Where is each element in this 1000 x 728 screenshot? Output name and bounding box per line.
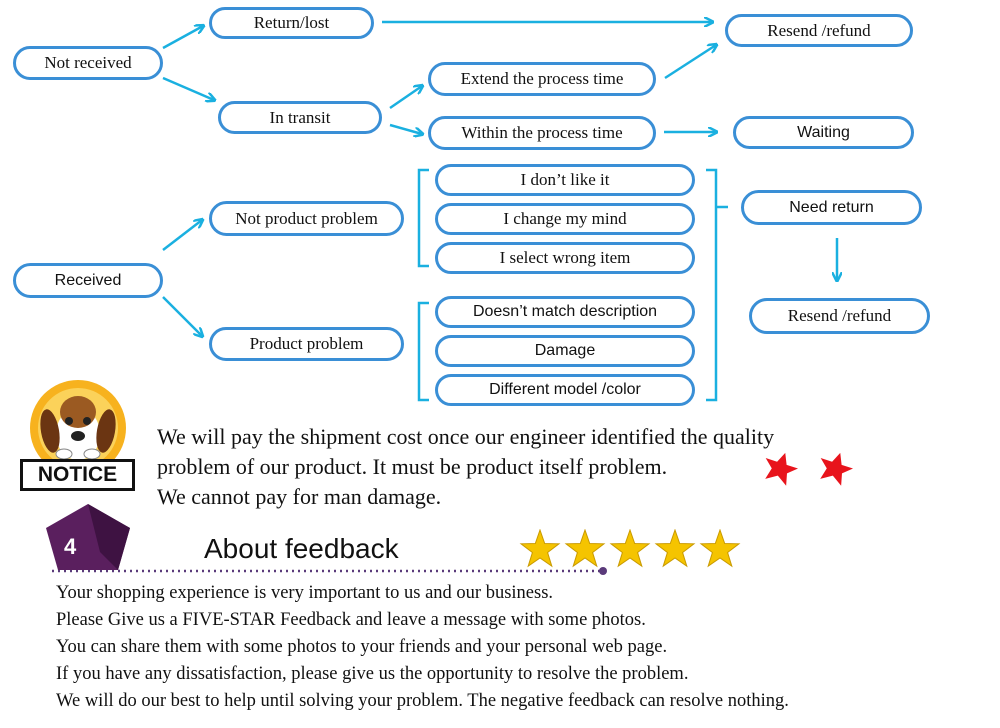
node-resend-refund-top: Resend /refund bbox=[725, 14, 913, 47]
node-not-received: Not received bbox=[13, 46, 163, 80]
arrow-notreceived-returnlost bbox=[162, 26, 203, 50]
notice-dog-icon bbox=[30, 380, 126, 476]
arrow-intransit-extend bbox=[389, 86, 422, 110]
node-resend-refund-bottom: Resend /refund bbox=[749, 298, 930, 334]
gold-star-icon bbox=[654, 528, 696, 568]
notice-line-2: problem of our product. It must be produ… bbox=[157, 454, 668, 479]
dotted-underline-end bbox=[599, 567, 607, 575]
feedback-line: Your shopping experience is very importa… bbox=[56, 583, 554, 603]
gold-star-icon bbox=[564, 528, 606, 568]
node-need-return: Need return bbox=[741, 190, 922, 225]
node-different-model: Different model /color bbox=[435, 374, 695, 406]
arrow-received-notproduct bbox=[162, 220, 202, 251]
node-received: Received bbox=[13, 263, 163, 298]
gold-star-icon bbox=[519, 528, 561, 568]
bracket-left-notproduct bbox=[417, 168, 429, 268]
feedback-text: Your shopping experience is very importa… bbox=[56, 580, 976, 715]
bracket-right bbox=[706, 168, 728, 402]
bracket-left-product bbox=[417, 301, 429, 402]
node-within-process-time: Within the process time bbox=[428, 116, 656, 150]
notice-label: NOTICE bbox=[20, 459, 135, 491]
node-not-product-problem: Not product problem bbox=[209, 201, 404, 236]
node-wrong-item: I select wrong item bbox=[435, 242, 695, 274]
arrow-notreceived-intransit bbox=[162, 76, 214, 100]
feedback-line: You can share them with some photos to y… bbox=[56, 637, 668, 657]
section-number: 4 bbox=[64, 534, 77, 559]
notice-text: We will pay the shipment cost once our e… bbox=[157, 422, 877, 512]
node-return-lost: Return/lost bbox=[209, 7, 374, 39]
red-star-icon bbox=[765, 452, 799, 486]
node-change-mind: I change my mind bbox=[435, 203, 695, 235]
node-extend-process-time: Extend the process time bbox=[428, 62, 656, 96]
node-damage: Damage bbox=[435, 335, 695, 367]
node-not-match: Doesn’t match description bbox=[435, 296, 695, 328]
node-in-transit: In transit bbox=[218, 101, 382, 134]
gold-star-icon bbox=[609, 528, 651, 568]
feedback-title: About feedback bbox=[204, 533, 399, 564]
arrow-intransit-within bbox=[389, 123, 422, 134]
red-star-icon bbox=[820, 452, 854, 486]
node-waiting: Waiting bbox=[733, 116, 914, 149]
feedback-line: Please Give us a FIVE-STAR Feedback and … bbox=[56, 610, 646, 630]
five-star-rating bbox=[518, 528, 743, 576]
node-dont-like: I don’t like it bbox=[435, 164, 695, 196]
feedback-line: We will do our best to help until solvin… bbox=[56, 691, 789, 711]
notice-line-1: We will pay the shipment cost once our e… bbox=[157, 424, 775, 449]
gold-star-icon bbox=[699, 528, 741, 568]
notice-line-3: We cannot pay for man damage. bbox=[157, 484, 442, 509]
arrow-received-product bbox=[162, 296, 202, 336]
node-product-problem: Product problem bbox=[209, 327, 404, 361]
arrow-extend-resend bbox=[664, 45, 716, 80]
feedback-line: If you have any dissatisfaction, please … bbox=[56, 664, 689, 684]
section-number-badge bbox=[46, 504, 130, 570]
